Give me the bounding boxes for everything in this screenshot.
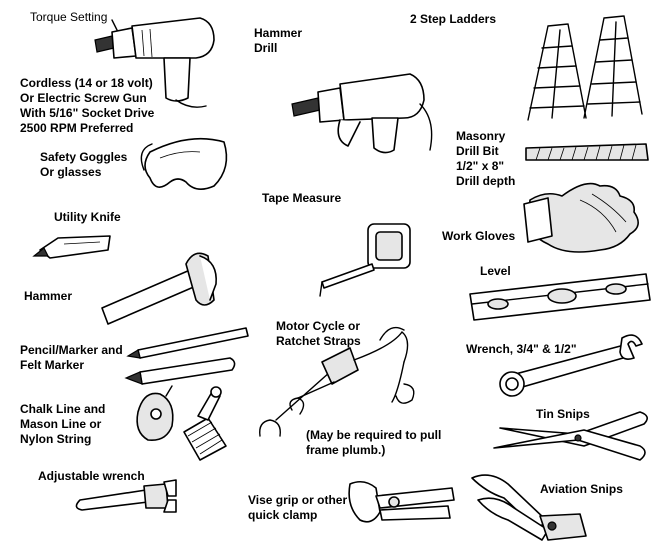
- label-chalk-line: Chalk Line and Mason Line or Nylon Strin…: [20, 402, 106, 446]
- label-work-gloves: Work Gloves: [442, 229, 516, 243]
- ratchet-straps-icon: [259, 326, 415, 437]
- hammer-icon: [101, 252, 217, 325]
- tape-measure-icon: [319, 223, 411, 297]
- felt-marker-icon: [124, 357, 236, 385]
- label-plumb-note: (May be required to pull frame plumb.): [306, 428, 442, 457]
- utility-knife-icon: [32, 235, 111, 259]
- vise-grip-icon: [348, 480, 455, 523]
- label-safety-goggles: Safety Goggles Or glasses: [40, 150, 128, 179]
- tin-snips-icon: [493, 411, 648, 461]
- label-torque-setting: Torque Setting: [30, 10, 108, 24]
- wrench-icon: [499, 334, 643, 397]
- label-tin-snips: Tin Snips: [536, 407, 590, 421]
- label-vise-grip: Vise grip or other quick clamp: [248, 493, 348, 522]
- adjustable-wrench-icon: [75, 479, 177, 513]
- screw-gun-icon: [94, 17, 215, 108]
- pencil-icon: [126, 327, 249, 359]
- mason-line-icon: [183, 386, 227, 461]
- label-wrench: Wrench, 3/4" & 1/2": [466, 342, 577, 356]
- masonry-drill-bit-icon: [525, 143, 649, 161]
- label-straps: Motor Cycle or Ratchet Straps: [276, 319, 361, 348]
- label-screw-gun: Cordless (14 or 18 volt) Or Electric Scr…: [20, 76, 155, 135]
- chalk-line-icon: [136, 385, 174, 442]
- label-utility-knife: Utility Knife: [54, 210, 121, 224]
- label-hammer: Hammer: [24, 289, 73, 303]
- level-icon: [469, 273, 651, 321]
- label-level: Level: [480, 264, 511, 278]
- label-pencil-marker: Pencil/Marker and Felt Marker: [20, 343, 123, 372]
- step-ladders-icon: [527, 15, 643, 121]
- label-hammer-drill: Hammer Drill: [254, 26, 303, 55]
- label-adjustable-wrench: Adjustable wrench: [38, 469, 145, 483]
- hammer-drill-icon: [291, 73, 433, 154]
- safety-goggles-icon: [140, 137, 228, 190]
- aviation-snips-icon: [471, 474, 587, 541]
- label-masonry-drill-bit: Masonry Drill Bit 1/2" x 8" Drill depth: [456, 129, 516, 188]
- label-step-ladders: 2 Step Ladders: [410, 12, 497, 26]
- label-tape-measure: Tape Measure: [262, 191, 342, 205]
- work-gloves-icon: [523, 182, 639, 253]
- label-aviation-snips: Aviation Snips: [540, 482, 623, 496]
